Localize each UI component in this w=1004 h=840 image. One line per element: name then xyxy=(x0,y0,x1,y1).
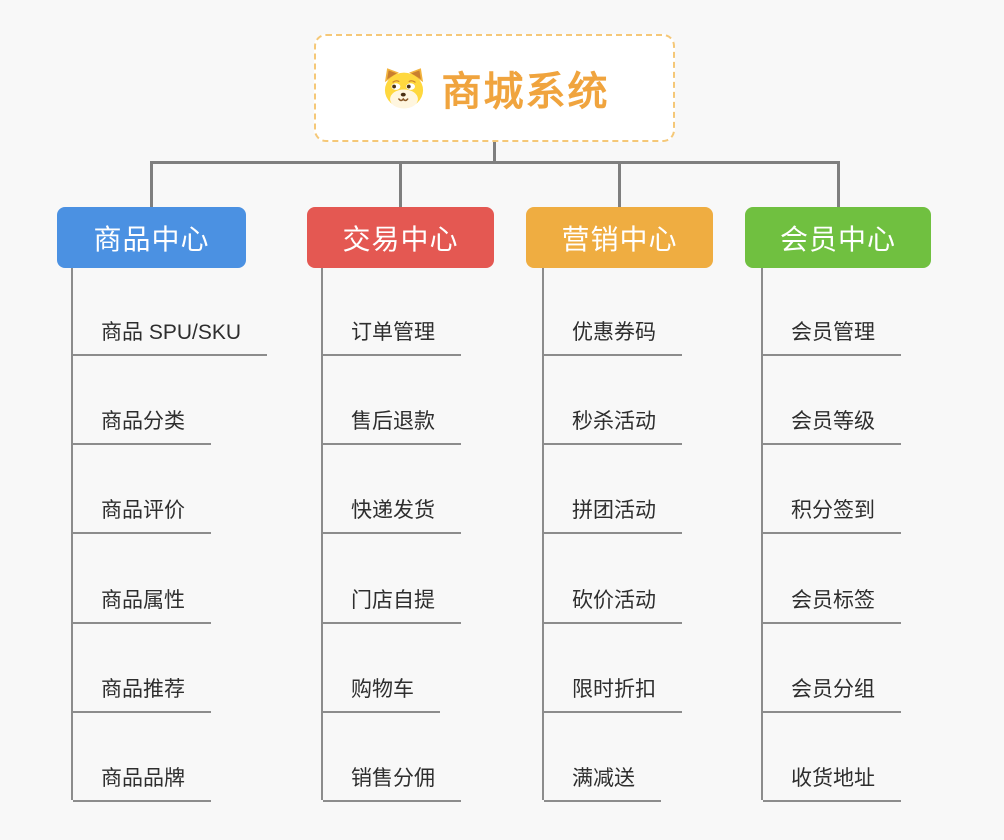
branch-box-trade-center[interactable]: 交易中心 xyxy=(307,207,494,268)
item-label: 会员等级 xyxy=(791,410,875,433)
list-item[interactable]: 商品品牌 xyxy=(73,764,211,802)
list-item[interactable]: 砍价活动 xyxy=(544,586,682,624)
item-label: 销售分佣 xyxy=(351,767,435,790)
list-item[interactable]: 商品属性 xyxy=(73,586,211,624)
list-item[interactable]: 收货地址 xyxy=(763,764,901,802)
item-label: 商品评价 xyxy=(101,499,185,522)
list-item[interactable]: 订单管理 xyxy=(323,318,461,356)
item-label: 商品推荐 xyxy=(101,678,185,701)
list-item[interactable]: 拼团活动 xyxy=(544,496,682,534)
branch-children-member: 会员管理 会员等级 积分签到 会员标签 会员分组 收货地址 xyxy=(761,268,901,802)
branch-label: 交易中心 xyxy=(342,223,459,255)
list-item[interactable]: 商品 SPU/SKU xyxy=(73,318,268,356)
connector-branch-drop xyxy=(399,161,402,208)
item-label: 商品品牌 xyxy=(101,767,185,790)
branch-children-trade: 订单管理 售后退款 快递发货 门店自提 购物车 销售分佣 xyxy=(321,268,461,802)
branch-children-product: 商品 SPU/SKU 商品分类 商品评价 商品属性 商品推荐 商品品牌 xyxy=(71,268,268,802)
list-item[interactable]: 满减送 xyxy=(544,764,661,802)
root-node[interactable]: 商城系统 xyxy=(314,34,675,142)
list-item[interactable]: 会员等级 xyxy=(763,407,901,445)
branch-box-marketing-center[interactable]: 营销中心 xyxy=(526,207,713,268)
list-item[interactable]: 快递发货 xyxy=(323,496,461,534)
item-label: 拼团活动 xyxy=(572,499,656,522)
branch-label: 会员中心 xyxy=(779,223,896,255)
connector-branch-drop xyxy=(837,161,840,208)
item-label: 限时折扣 xyxy=(572,678,656,701)
list-item[interactable]: 商品分类 xyxy=(73,407,211,445)
list-item[interactable]: 限时折扣 xyxy=(544,675,682,713)
list-item[interactable]: 商品推荐 xyxy=(73,675,211,713)
item-label: 秒杀活动 xyxy=(572,410,656,433)
item-label: 会员分组 xyxy=(791,678,875,701)
list-item[interactable]: 秒杀活动 xyxy=(544,407,682,445)
item-label: 订单管理 xyxy=(351,321,435,344)
item-label: 商品分类 xyxy=(101,410,185,433)
item-label: 快递发货 xyxy=(351,499,435,522)
connector-branch-drop xyxy=(618,161,621,208)
item-label: 商品属性 xyxy=(101,589,185,612)
branch-label: 营销中心 xyxy=(561,223,678,255)
branch-label: 商品中心 xyxy=(93,223,210,255)
connector-horizontal xyxy=(150,161,839,164)
list-item[interactable]: 销售分佣 xyxy=(323,764,461,802)
item-label: 优惠券码 xyxy=(572,321,656,344)
list-item[interactable]: 会员标签 xyxy=(763,586,901,624)
list-item[interactable]: 积分签到 xyxy=(763,496,901,534)
item-label: 会员管理 xyxy=(791,321,875,344)
list-item[interactable]: 会员分组 xyxy=(763,675,901,713)
list-item[interactable]: 购物车 xyxy=(323,675,440,713)
list-item[interactable]: 售后退款 xyxy=(323,407,461,445)
branch-box-member-center[interactable]: 会员中心 xyxy=(745,207,931,268)
item-label: 商品 SPU/SKU xyxy=(101,321,242,344)
item-label: 满减送 xyxy=(572,767,635,790)
item-label: 购物车 xyxy=(351,678,414,701)
item-label: 积分签到 xyxy=(791,499,875,522)
item-label: 砍价活动 xyxy=(572,589,656,612)
list-item[interactable]: 门店自提 xyxy=(323,586,461,624)
list-item[interactable]: 商品评价 xyxy=(73,496,211,534)
root-title: 商城系统 xyxy=(441,70,610,114)
item-label: 收货地址 xyxy=(791,767,875,790)
item-label: 售后退款 xyxy=(351,410,435,433)
item-label: 门店自提 xyxy=(351,589,435,612)
dog-icon xyxy=(384,68,423,109)
connector-branch-drop xyxy=(150,161,153,208)
list-item[interactable]: 优惠券码 xyxy=(544,318,682,356)
connector-root-drop xyxy=(493,142,496,163)
branch-box-product-center[interactable]: 商品中心 xyxy=(57,207,246,268)
item-label: 会员标签 xyxy=(791,589,875,612)
branch-children-marketing: 优惠券码 秒杀活动 拼团活动 砍价活动 限时折扣 满减送 xyxy=(542,268,682,802)
list-item[interactable]: 会员管理 xyxy=(763,318,901,356)
